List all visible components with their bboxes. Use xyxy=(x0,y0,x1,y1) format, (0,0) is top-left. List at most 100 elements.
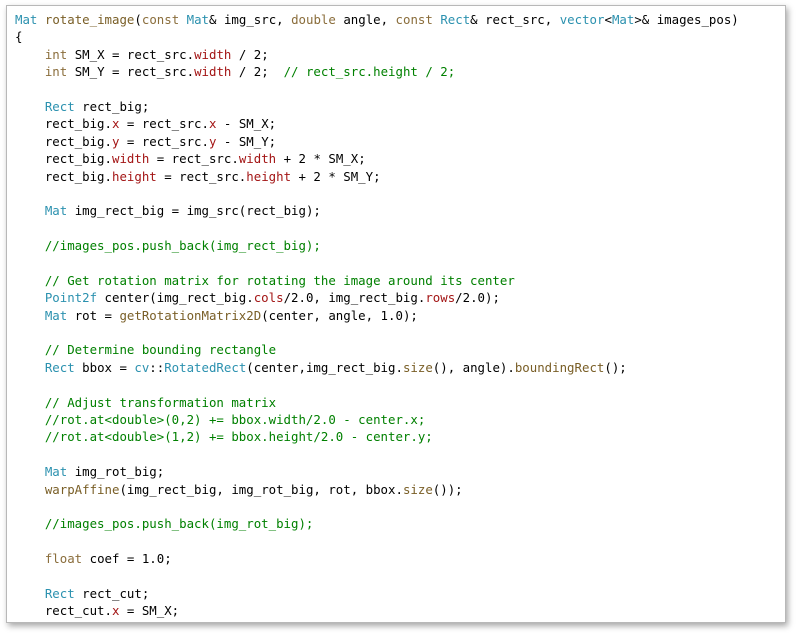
code-token: width xyxy=(238,151,277,167)
code-token: Rect xyxy=(44,98,75,114)
code-token: SM_X = rect_src. xyxy=(67,46,195,62)
code-token: width xyxy=(194,46,232,62)
code-line: rect_big.y = rect_src.y - SM_Y; xyxy=(15,133,739,150)
code-token: getRotationMatrix2D xyxy=(119,307,262,323)
code-token: RotatedRect xyxy=(164,359,247,375)
code-token xyxy=(15,464,45,479)
code-line: rect_cut.x = SM_X; xyxy=(15,602,739,619)
code-token: rect_big. xyxy=(15,151,112,167)
code-token: y xyxy=(208,133,217,149)
code-token: Rect xyxy=(44,585,75,601)
code-token: Rect xyxy=(44,359,75,375)
code-line-blank xyxy=(15,376,739,393)
code-token: - SM_X; xyxy=(216,116,277,132)
code-token: rect_cut; xyxy=(74,585,150,601)
code-line: // Get rotation matrix for rotating the … xyxy=(15,272,739,289)
code-token xyxy=(15,308,45,323)
code-token xyxy=(15,412,45,427)
code-token: / 2; xyxy=(231,46,269,62)
code-token xyxy=(15,516,45,531)
code-token: (center,img_rect_big. xyxy=(246,359,403,375)
code-token xyxy=(15,64,45,79)
code-token: cols xyxy=(253,290,284,306)
code-token: // Adjust transformation matrix xyxy=(44,394,277,410)
code-line: int SM_Y = rect_src.width / 2; // rect_s… xyxy=(15,63,739,80)
code-token: Mat xyxy=(44,464,68,480)
code-line: //rot.at<double>(0,2) += bbox.width/2.0 … xyxy=(15,411,739,428)
code-token: < xyxy=(604,12,612,27)
code-line-blank xyxy=(15,446,739,463)
code-token xyxy=(15,586,45,601)
code-token: rect_big. xyxy=(15,116,112,132)
code-line-blank xyxy=(15,254,739,271)
code-token: Mat xyxy=(186,12,210,27)
code-token: = rect_src. xyxy=(119,133,209,149)
code-token: (), angle). xyxy=(432,359,515,375)
code-token: /2.0, img_rect_big. xyxy=(283,290,426,306)
code-token: Mat xyxy=(44,307,68,323)
code-token: ()); xyxy=(432,481,463,497)
code-token: - SM_Y; xyxy=(216,133,277,149)
code-token: const xyxy=(141,12,180,27)
code-line: Mat rot = getRotationMatrix2D(center, an… xyxy=(15,307,739,324)
code-token: Mat xyxy=(44,203,68,219)
code-snippet-frame: Mat rotate_image(const Mat& img_src, dou… xyxy=(6,5,786,623)
code-line: float coef = 1.0; xyxy=(15,550,739,567)
code-token: Mat xyxy=(611,12,635,27)
code-line: Mat img_rect_big = img_src(rect_big); xyxy=(15,202,739,219)
code-line-blank xyxy=(15,185,739,202)
code-block: Mat rotate_image(const Mat& img_src, dou… xyxy=(15,11,739,620)
code-token xyxy=(15,238,45,253)
code-token: double xyxy=(291,12,336,27)
code-line: { xyxy=(15,28,739,45)
code-line: warpAffine(img_rect_big, img_rot_big, ro… xyxy=(15,481,739,498)
code-token: width xyxy=(111,151,150,167)
code-token: { xyxy=(15,29,23,45)
code-token xyxy=(15,360,45,375)
code-token: // rect_src.height / 2; xyxy=(283,64,456,80)
code-line: //rot.at<double>(1,2) += bbox.height/2.0… xyxy=(15,428,739,445)
code-token: / 2; xyxy=(231,64,284,80)
code-token xyxy=(15,273,45,288)
code-line-blank xyxy=(15,533,739,550)
code-token: size xyxy=(402,481,433,497)
code-token: height xyxy=(246,168,292,184)
code-token: y xyxy=(111,133,120,149)
code-token: cv xyxy=(134,359,150,375)
code-line: //images_pos.push_back(img_rect_big); xyxy=(15,237,739,254)
code-token: & img_src, xyxy=(209,12,292,27)
code-token: Mat xyxy=(15,12,38,27)
code-token: //images_pos.push_back(img_rot_big); xyxy=(44,516,314,532)
code-line: Rect rect_big; xyxy=(15,98,739,115)
code-token: rect_cut. xyxy=(15,603,112,619)
code-token: //rot.at<double>(0,2) += bbox.width/2.0 … xyxy=(44,411,426,427)
code-token: rotate_image xyxy=(44,12,135,27)
code-line-blank xyxy=(15,220,739,237)
code-token xyxy=(15,429,45,444)
code-token xyxy=(15,290,45,305)
code-token: coef = 1.0; xyxy=(82,551,172,567)
code-token xyxy=(179,12,186,27)
code-token: = rect_src. xyxy=(149,151,239,167)
code-line: //images_pos.push_back(img_rot_big); xyxy=(15,515,739,532)
code-token: //images_pos.push_back(img_rect_big); xyxy=(44,238,321,254)
code-line: rect_big.width = rect_src.width + 2 * SM… xyxy=(15,150,739,167)
code-line: rect_big.height = rect_src.height + 2 * … xyxy=(15,168,739,185)
code-token: x xyxy=(208,116,217,132)
code-token: warpAffine xyxy=(44,481,120,497)
code-token: rot = xyxy=(67,307,120,323)
code-token: + 2 * SM_X; xyxy=(276,151,366,167)
code-line: Rect bbox = cv::RotatedRect(center,img_r… xyxy=(15,359,739,376)
code-line: Mat img_rot_big; xyxy=(15,463,739,480)
code-token xyxy=(15,395,45,410)
code-token: const xyxy=(395,12,433,27)
code-token: x xyxy=(111,116,120,132)
code-token: vector xyxy=(559,12,605,27)
code-token: = rect_src. xyxy=(119,116,209,132)
code-token xyxy=(15,47,45,62)
code-token xyxy=(37,12,44,27)
code-line-blank xyxy=(15,324,739,341)
code-token: bbox = xyxy=(74,359,135,375)
code-token: ( xyxy=(134,12,142,27)
code-token: (center, angle, 1.0); xyxy=(261,307,418,323)
